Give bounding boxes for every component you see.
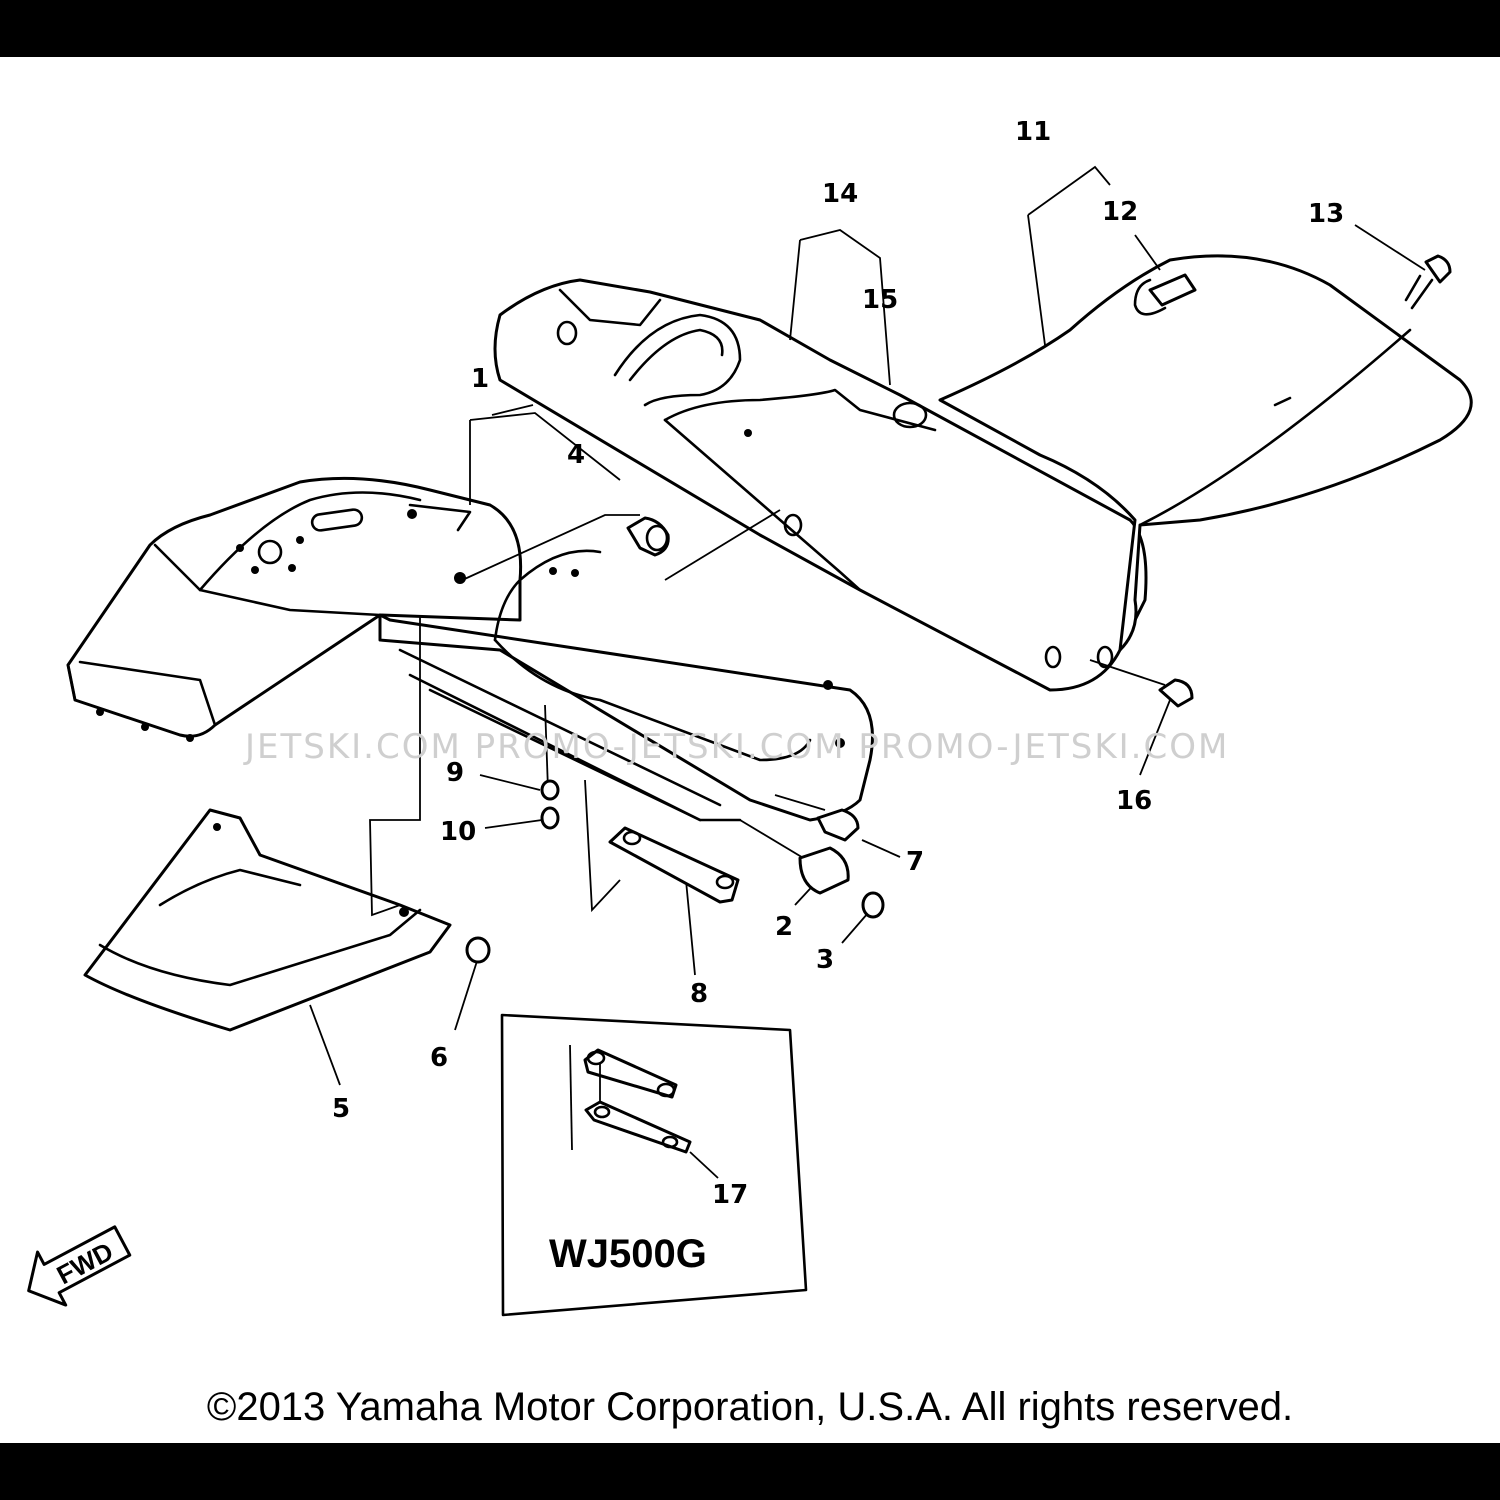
callout-numbers: 1 2 3 4 5 6 7 8 9 10 11 12 13 14 15 16 1… — [332, 117, 1344, 1210]
part-10-nut — [540, 806, 560, 830]
callout-12: 12 — [1102, 197, 1138, 227]
front-hood — [66, 476, 523, 742]
callout-15: 15 — [862, 285, 898, 315]
part-2-collar — [798, 846, 850, 895]
inset-upper-bracket — [583, 1048, 678, 1099]
callout-4: 4 — [567, 440, 585, 470]
seat — [938, 254, 1473, 652]
callout-17: 17 — [712, 1180, 748, 1210]
copyright-notice: ©2013 Yamaha Motor Corporation, U.S.A. A… — [206, 1385, 1294, 1429]
part-7-bolt — [816, 808, 860, 842]
callout-6: 6 — [430, 1043, 448, 1073]
part-13-screw — [1424, 254, 1452, 284]
callout-16: 16 — [1116, 786, 1152, 816]
callout-5: 5 — [332, 1094, 350, 1124]
inset-model-label: WJ500G — [549, 1232, 707, 1276]
part-16-fastener — [1158, 678, 1194, 708]
bracket-panel — [378, 549, 874, 822]
part-6-grommet — [465, 936, 491, 964]
callout-8: 8 — [690, 979, 708, 1009]
fwd-arrow: FWD — [27, 1225, 132, 1307]
callout-7: 7 — [906, 847, 924, 877]
part-3-nut — [861, 891, 885, 919]
callout-10: 10 — [440, 817, 476, 847]
callout-11: 11 — [1015, 117, 1051, 147]
callout-9: 9 — [446, 758, 464, 788]
part-9-washer — [540, 779, 560, 801]
bottom-scoop — [83, 808, 452, 1032]
watermark: JETSKI.COM PROMO-JETSKI.COM PROMO-JETSKI… — [243, 727, 1229, 767]
part-8-bar — [608, 826, 740, 904]
exploded-parts-diagram: JETSKI.COM PROMO-JETSKI.COM PROMO-JETSKI… — [27, 117, 1473, 1317]
inset-box: WJ500G — [500, 1013, 808, 1317]
diagram-sheet: JETSKI.COM PROMO-JETSKI.COM PROMO-JETSKI… — [0, 57, 1500, 1443]
callout-14: 14 — [822, 179, 858, 209]
callout-13: 13 — [1308, 199, 1344, 229]
leader-lines — [309, 165, 1426, 1086]
deck-body — [493, 278, 1148, 692]
callout-2: 2 — [775, 912, 793, 942]
fasteners — [465, 254, 1452, 964]
callout-3: 3 — [816, 945, 834, 975]
callout-1: 1 — [471, 364, 489, 394]
